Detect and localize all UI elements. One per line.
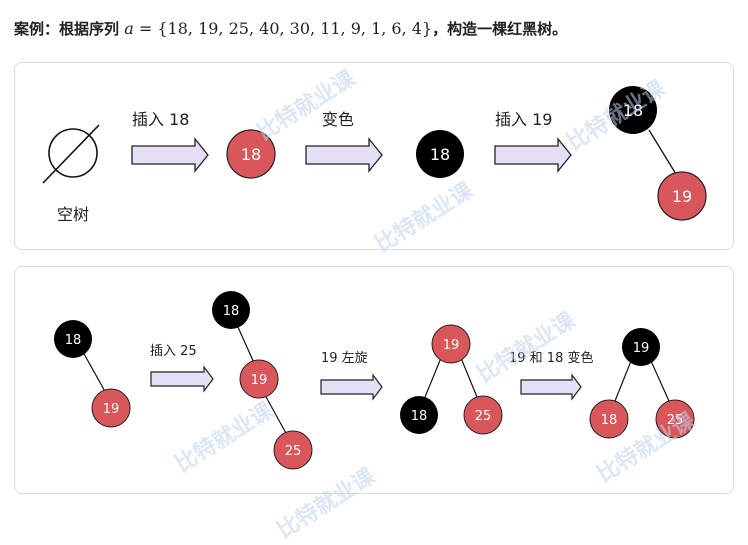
node-label: 18 (241, 145, 261, 164)
tree-edge (650, 360, 670, 402)
node-label: 19 (103, 402, 120, 417)
node-red (91, 388, 131, 428)
node-black (416, 130, 464, 178)
node-label: 18 (601, 413, 618, 428)
arrow-shape (305, 137, 383, 173)
sequence-formula: a = {18, 19, 25, 40, 30, 11, 9, 1, 6, 4} (124, 19, 432, 38)
node-label: 18 (223, 304, 240, 319)
step-label-insert-19: 插入 19 (495, 110, 552, 129)
empty-tree-label: 空树 (57, 205, 89, 224)
node-label: 25 (667, 413, 684, 428)
example-heading: 案例：根据序列 a = {18, 19, 25, 40, 30, 11, 9, … (14, 18, 567, 39)
node-black (54, 320, 92, 358)
node-label: 18 (65, 333, 82, 348)
step-label-rotate-left: 19 左旋 (321, 351, 368, 366)
step-label-insert-25: 插入 25 (150, 344, 197, 359)
node-red (239, 359, 279, 399)
node-black (212, 291, 250, 329)
node-label: 25 (475, 409, 492, 424)
sequence-values: = {18, 19, 25, 40, 30, 11, 9, 1, 6, 4} (133, 19, 433, 38)
arrow-shape (494, 137, 572, 173)
node-black (609, 86, 657, 134)
node-label: 25 (285, 444, 302, 459)
tree-edge (614, 360, 632, 402)
node-red (431, 324, 471, 364)
heading-suffix: ，构造一棵红黑树。 (432, 20, 568, 38)
arrow-shape (131, 137, 209, 173)
empty-tree-icon (42, 124, 100, 184)
node-red (589, 399, 629, 439)
sequence-variable: a (124, 19, 134, 38)
step-panel-1: .node-text { font-family:"DejaVu Sans", … (14, 62, 734, 250)
node-black (400, 396, 438, 434)
node-red (463, 395, 503, 435)
arrow-shape (150, 365, 214, 393)
node-label: 19 (443, 338, 460, 353)
tree-edge (82, 351, 108, 396)
panel2-diagram: .nt { font-family:"DejaVu Sans", sans-se… (54, 291, 695, 470)
tree-edge (236, 324, 256, 366)
panel1-diagram: .node-text { font-family:"DejaVu Sans", … (42, 86, 707, 224)
node-red (655, 399, 695, 439)
node-label: 18 (623, 101, 643, 120)
node-label: 18 (430, 145, 450, 164)
node-label: 18 (411, 409, 428, 424)
tree-edge (424, 357, 442, 398)
node-red (226, 129, 276, 179)
node-red (273, 430, 313, 470)
tree-edge (264, 394, 288, 436)
node-label: 19 (633, 341, 650, 356)
node-label: 19 (672, 187, 692, 206)
heading-prefix: 案例：根据序列 (14, 20, 125, 38)
step-label-recolor-19-18: 19 和 18 变色 (509, 350, 593, 366)
node-red (657, 171, 707, 221)
node-black (622, 328, 660, 366)
tree-edge (460, 357, 478, 398)
node-label: 19 (251, 373, 268, 388)
arrow-shape (320, 373, 383, 401)
step-label-insert-18: 插入 18 (132, 110, 189, 129)
arrow-shape (520, 373, 582, 401)
step-panel-2: .nt { font-family:"DejaVu Sans", sans-se… (14, 266, 734, 494)
step-label-recolor: 变色 (322, 110, 354, 129)
